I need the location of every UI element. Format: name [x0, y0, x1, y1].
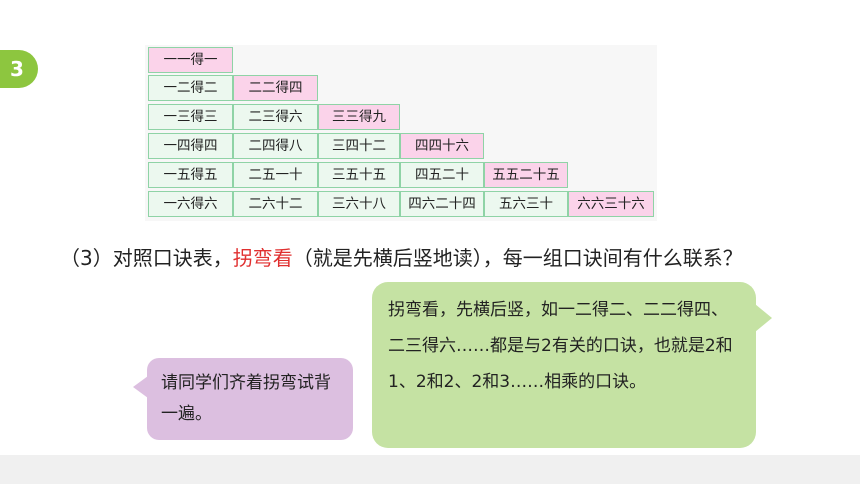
bubble-explanation-text: 拐弯看，先横后竖，如一二得二、二二得四、二三得六……都是与2有关的口诀，也就是2…: [388, 300, 733, 392]
speech-bubble-teacher: 请同学们齐着拐弯试背一遍。: [133, 358, 353, 440]
step-number: 3: [10, 57, 24, 81]
table-cell: 一四得四: [148, 133, 233, 159]
table-cell: 二六十二: [233, 191, 318, 217]
footer-band: [0, 455, 860, 484]
bubble-tail: [133, 376, 148, 398]
table-cell: 五六三十: [484, 191, 568, 217]
table-cell: 三四十二: [318, 133, 400, 159]
table-cell: 二二得四: [233, 75, 318, 101]
table-cell: 二四得八: [233, 133, 318, 159]
question-suffix: （就是先横后竖地读），每一组口诀间有什么联系？: [292, 246, 743, 270]
step-badge: 3: [0, 50, 38, 88]
bubble-teacher-text: 请同学们齐着拐弯试背一遍。: [161, 373, 331, 424]
table-cell: 三三得九: [318, 104, 400, 130]
table-cell: 四五二十: [400, 162, 484, 188]
question-text: （3）对照口诀表，拐弯看（就是先横后竖地读），每一组口诀间有什么联系？: [60, 237, 820, 280]
table-cell: 五五二十五: [484, 162, 568, 188]
bubble-tail: [755, 304, 772, 332]
table-cell: 一二得二: [148, 75, 233, 101]
question-prefix: （3）对照口诀表，: [60, 246, 233, 270]
table-cell: 二五一十: [233, 162, 318, 188]
table-cell: 一三得三: [148, 104, 233, 130]
table-cell: 三五十五: [318, 162, 400, 188]
table-cell: 四四十六: [400, 133, 484, 159]
table-cell: 一一得一: [148, 47, 233, 73]
table-cell: 四六二十四: [400, 191, 484, 217]
table-cell: 二三得六: [233, 104, 318, 130]
table-cell: 三六十八: [318, 191, 400, 217]
question-highlight: 拐弯看: [232, 246, 293, 270]
table-cell: 六六三十六: [568, 191, 654, 217]
speech-bubble-explanation: 拐弯看，先横后竖，如一二得二、二二得四、二三得六……都是与2有关的口诀，也就是2…: [372, 282, 772, 448]
table-cell: 一六得六: [148, 191, 233, 217]
table-cell: 一五得五: [148, 162, 233, 188]
